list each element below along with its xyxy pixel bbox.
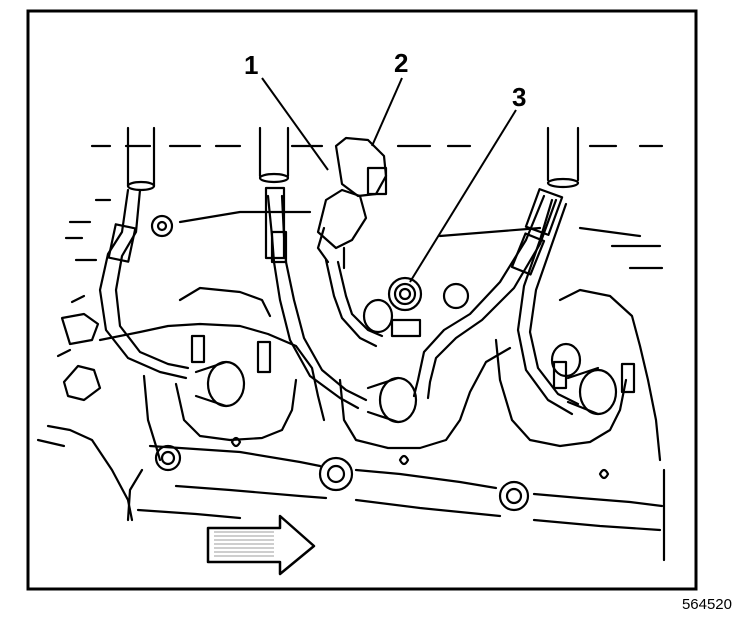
figure-id: 564520 bbox=[681, 596, 732, 613]
callout-2: 2 bbox=[394, 48, 408, 78]
leader-line-3 bbox=[409, 109, 517, 283]
bolt-icon bbox=[150, 214, 636, 512]
diagram-border bbox=[26, 9, 698, 591]
leader-line-2 bbox=[371, 77, 403, 147]
leader-line-1 bbox=[261, 77, 329, 171]
direction-arrow-icon bbox=[206, 514, 316, 576]
callout-1: 1 bbox=[244, 50, 258, 80]
callout-3: 3 bbox=[512, 82, 526, 112]
engine-illustration bbox=[36, 126, 666, 562]
